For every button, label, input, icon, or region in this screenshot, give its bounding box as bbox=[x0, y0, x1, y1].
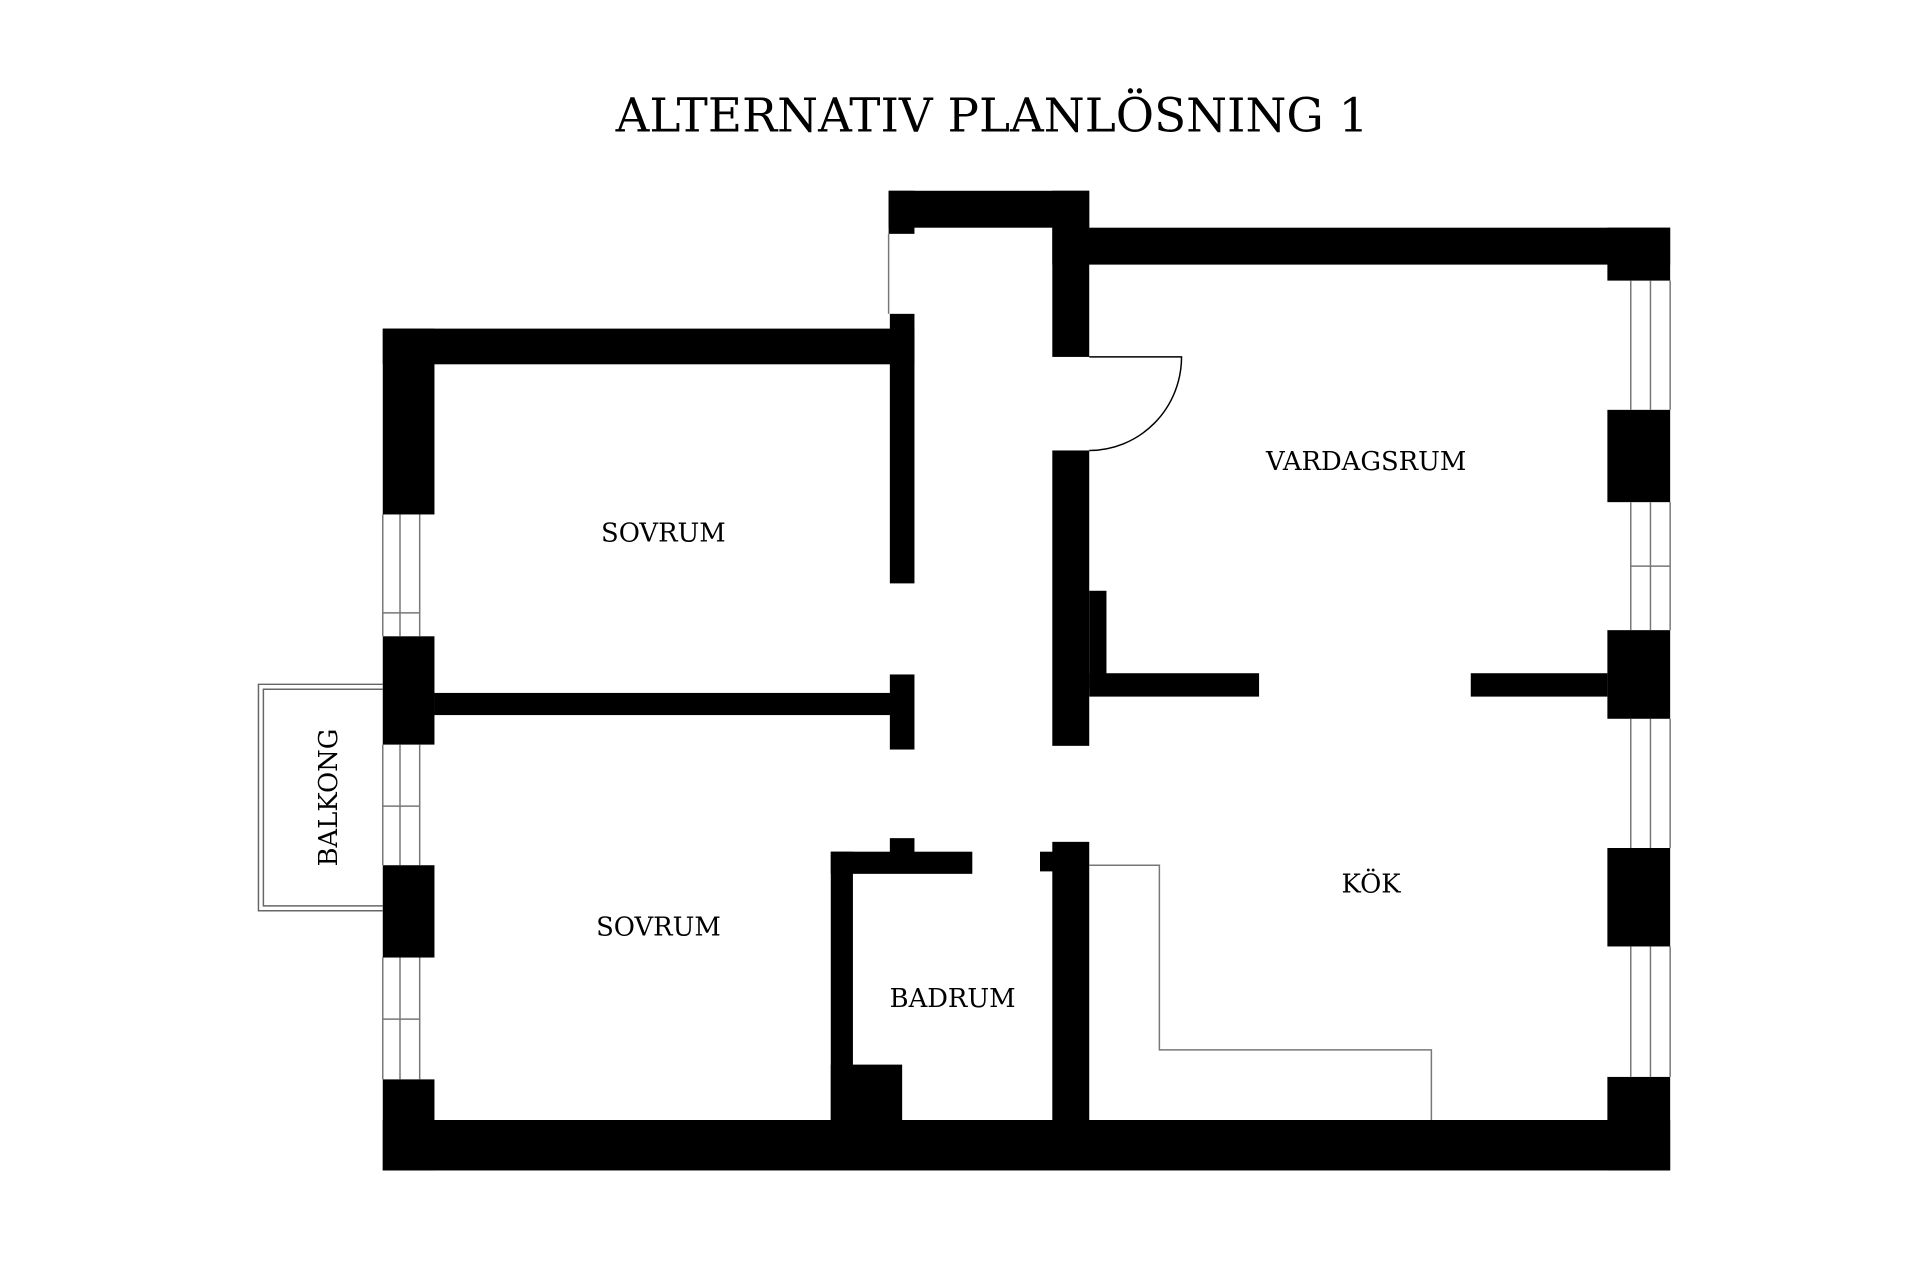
room-label-bathroom: BADRUM bbox=[890, 984, 1016, 1014]
kitchen-counter bbox=[1089, 864, 1433, 1120]
walls bbox=[382, 190, 1671, 1171]
windows bbox=[382, 233, 1671, 1080]
room-label-kitchen: KÖK bbox=[1342, 867, 1402, 899]
room-label-bedroom-bottom: SOVRUM bbox=[596, 912, 721, 942]
room-label-living-room: VARDAGSRUM bbox=[1265, 447, 1466, 477]
balcony bbox=[257, 683, 383, 912]
plan-title: ALTERNATIV PLANLÖSNING 1 bbox=[615, 88, 1369, 144]
door-swing bbox=[1089, 356, 1183, 452]
room-label-bedroom-top: SOVRUM bbox=[601, 519, 726, 549]
room-label-balcony: BALKONG bbox=[314, 729, 344, 867]
